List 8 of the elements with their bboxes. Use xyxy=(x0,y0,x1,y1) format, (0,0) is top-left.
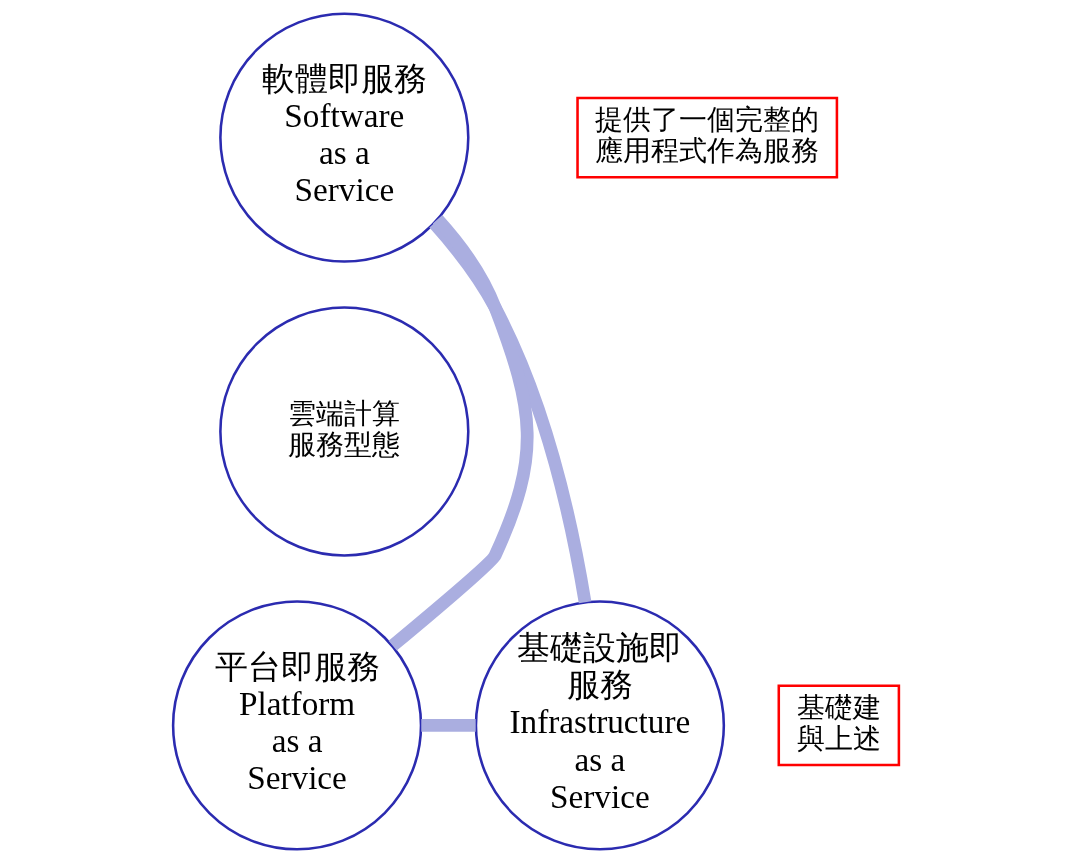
node-circle: 雲端計算服務型態 xyxy=(219,306,470,557)
node-circle: 軟體即服務Software as a Service xyxy=(219,12,470,263)
connector xyxy=(421,719,476,732)
connector xyxy=(388,215,534,651)
node-box: 提供了一個完整的應用程式作為服務 xyxy=(576,96,839,179)
node-circle: 平台即服務Platform as a Service xyxy=(171,600,423,851)
node-box: 基礎建與上述 xyxy=(777,684,901,767)
node-circle: 基礎設施即服務Infrastructure as a Service xyxy=(474,600,726,851)
